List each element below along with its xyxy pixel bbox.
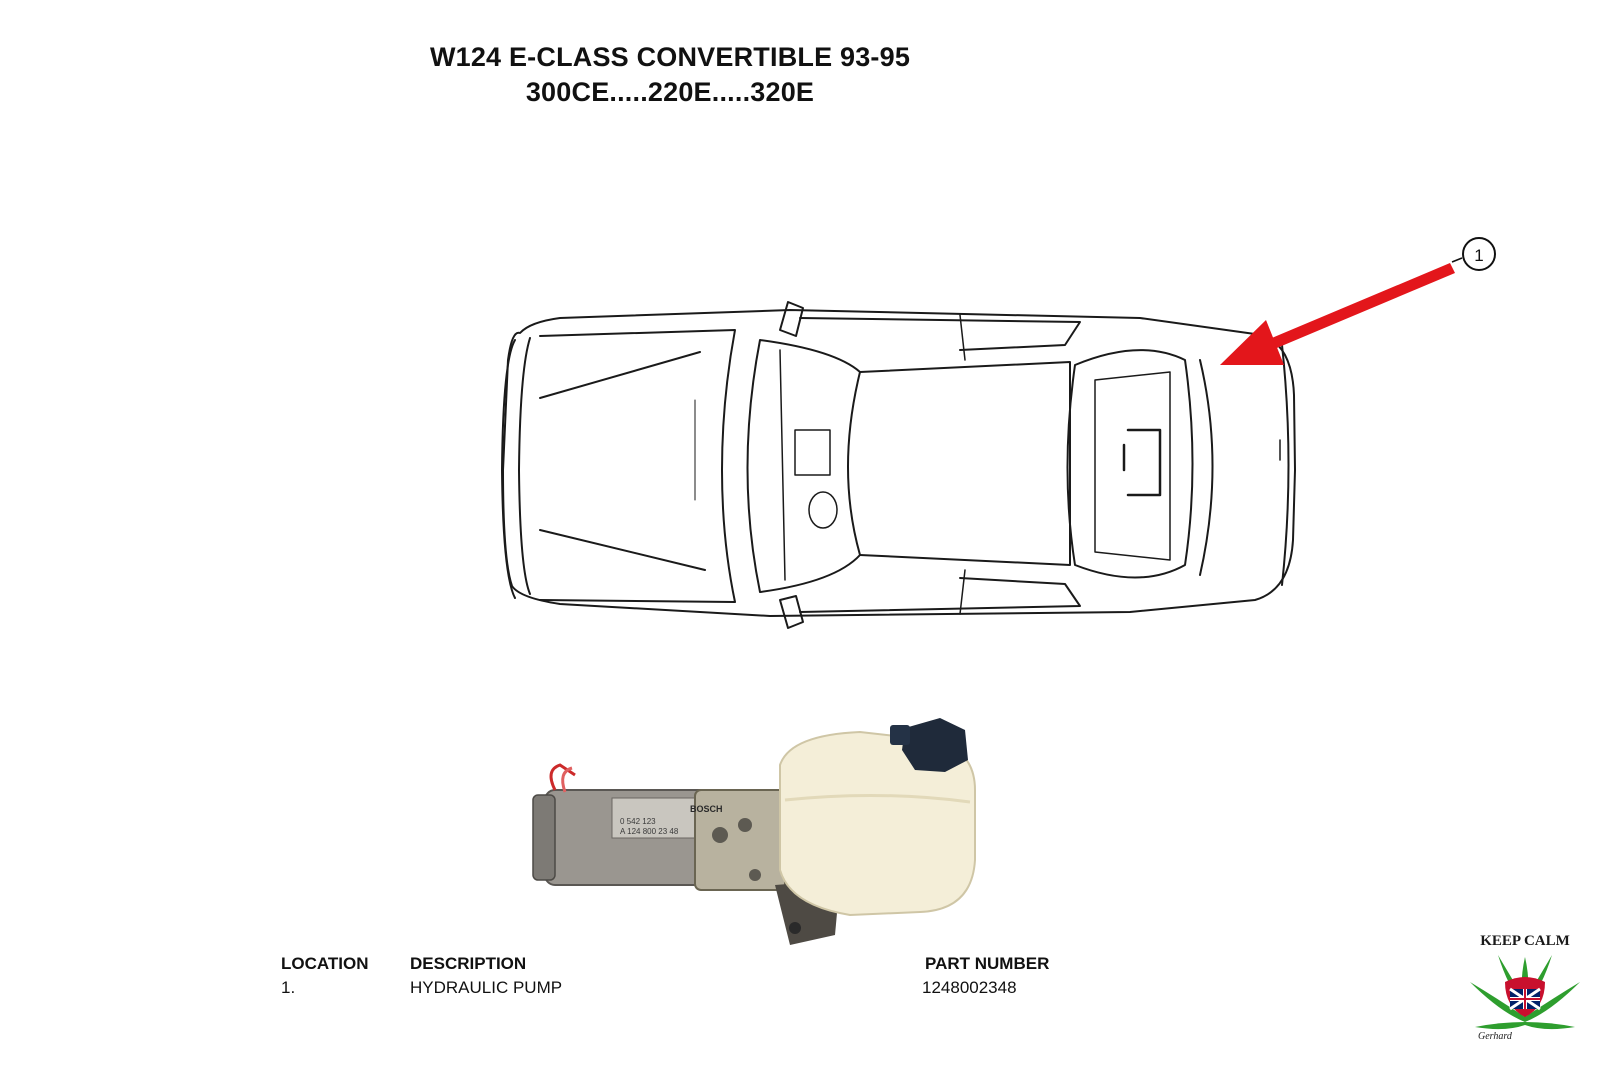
- logo-signature: Gerhard: [1478, 1031, 1513, 1042]
- hydraulic-pump-image: BOSCH 0 542 123 A 124 800 23 48: [532, 718, 976, 945]
- row-part-number: 1248002348: [922, 978, 1017, 997]
- car-top-view-diagram: [501, 301, 1296, 629]
- row-description: HYDRAULIC PUMP: [410, 978, 563, 997]
- callout-number-badge: 1: [1462, 237, 1496, 271]
- pump-part-label: A 124 800 23 48: [620, 827, 679, 836]
- pump-code-label: 0 542 123: [620, 817, 656, 826]
- flag-lips-icon: [1505, 977, 1545, 1017]
- column-header-description: DESCRIPTION: [410, 954, 527, 973]
- column-header-location: LOCATION: [281, 954, 369, 973]
- column-header-part-number: PART NUMBER: [925, 954, 1050, 973]
- keep-calm-logo: KEEP CALM Gerhard: [1470, 933, 1580, 1042]
- page-title-line2: 300CE.....220E.....320E: [525, 77, 815, 107]
- row-location: 1.: [281, 978, 296, 997]
- page-title-line1: W124 E-CLASS CONVERTIBLE 93-95: [429, 42, 911, 72]
- location-arrow: [1220, 263, 1455, 365]
- logo-text: KEEP CALM: [1480, 933, 1570, 949]
- callout-leader-line: [1451, 257, 1463, 263]
- pump-brand-label: BOSCH: [690, 804, 723, 814]
